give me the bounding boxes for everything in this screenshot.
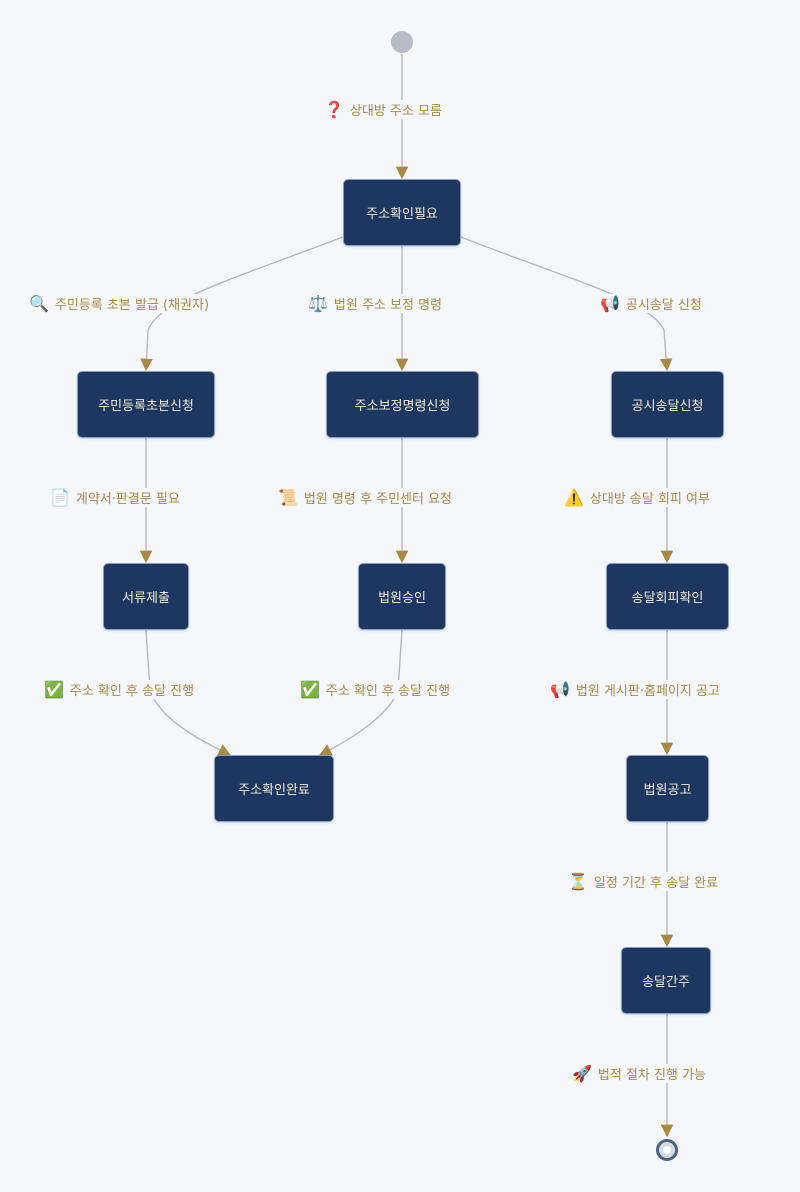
node-address-correction[interactable]: 주소보정명령신청: [326, 371, 479, 438]
edge-label-text: 법원 주소 보정 명령: [333, 298, 442, 313]
edge-label-text: 주소 확인 후 송달 진행: [69, 684, 195, 699]
edge-label-notice-deemed: ⏳ 일정 기간 후 송달 완료: [566, 871, 721, 891]
node-deemed-service[interactable]: 송달간주: [621, 947, 711, 1014]
node-public-service[interactable]: 공시송달신청: [611, 371, 724, 438]
edge-label-text: 공시송달 신청: [625, 298, 702, 313]
edge-label-public-evasion: ⚠️ 상대방 송달 회피 여부: [562, 488, 712, 507]
rocket-icon: 🚀: [572, 1063, 592, 1083]
end-state-circle: [656, 1139, 678, 1161]
hourglass-icon: ⏳: [568, 871, 588, 891]
edge-label-approval-done: ✅ 주소 확인 후 송달 진행: [298, 679, 453, 699]
edge-label-need-correction: ⚖️ 법원 주소 보정 명령: [306, 294, 444, 313]
document-icon: 📄: [50, 487, 70, 507]
edge-label-deemed-end: 🚀 법적 절차 진행 가능: [570, 1064, 708, 1083]
edge-label-start-need: ❓ 상대방 주소 모름: [322, 100, 444, 119]
edge-label-text: 상대방 송달 회피 여부: [589, 492, 710, 507]
edge-need-public: [460, 236, 673, 372]
node-evasion-check[interactable]: 송달회피확인: [606, 563, 729, 630]
node-address-needed[interactable]: 주소확인필요: [343, 179, 461, 246]
checkmark-icon: ✅: [300, 679, 320, 699]
node-court-notice[interactable]: 법원공고: [626, 755, 709, 822]
edge-label-text: 상대방 주소 모름: [349, 104, 442, 119]
edge-label-text: 법원 게시판·홈페이지 공고: [575, 684, 720, 699]
megaphone-icon: 📢: [550, 679, 570, 699]
scroll-icon: 📜: [278, 487, 298, 507]
edge-label-text: 법적 절차 진행 가능: [597, 1068, 706, 1083]
edge-label-text: 주민등록 초본 발급 (채권자): [54, 298, 210, 313]
node-address-confirmed[interactable]: 주소확인완료: [214, 755, 334, 822]
edge-label-text: 주소 확인 후 송달 진행: [325, 684, 451, 699]
edge-label-text: 계약서·판결문 필요: [75, 492, 180, 507]
edge-label-need-public: 📢 공시송달 신청: [598, 294, 704, 313]
question-icon: ❓: [324, 99, 344, 119]
edge-label-text: 법원 명령 후 주민센터 요청: [303, 492, 453, 507]
edge-label-need-resident: 🔍 주민등록 초본 발급 (채권자): [27, 293, 212, 313]
edge-label-evasion-notice: 📢 법원 게시판·홈페이지 공고: [548, 680, 722, 699]
edge-label-correction-approval: 📜 법원 명령 후 주민센터 요청: [276, 487, 455, 507]
scales-icon: ⚖️: [308, 293, 328, 313]
node-submit-documents[interactable]: 서류제출: [103, 563, 189, 630]
node-resident-abstract[interactable]: 주민등록초본신청: [77, 371, 215, 438]
node-court-approval[interactable]: 법원승인: [358, 563, 446, 630]
megaphone-icon: 📢: [600, 293, 620, 313]
edge-label-resident-docs: 📄 계약서·판결문 필요: [48, 488, 182, 507]
edge-label-text: 일정 기간 후 송달 완료: [593, 876, 719, 891]
warning-icon: ⚠️: [564, 487, 584, 507]
checkmark-icon: ✅: [44, 679, 64, 699]
start-state-circle: [391, 31, 413, 53]
edge-need-resident: [140, 236, 344, 372]
edge-label-docs-done: ✅ 주소 확인 후 송달 진행: [42, 679, 197, 699]
magnifier-icon: 🔍: [29, 293, 49, 313]
